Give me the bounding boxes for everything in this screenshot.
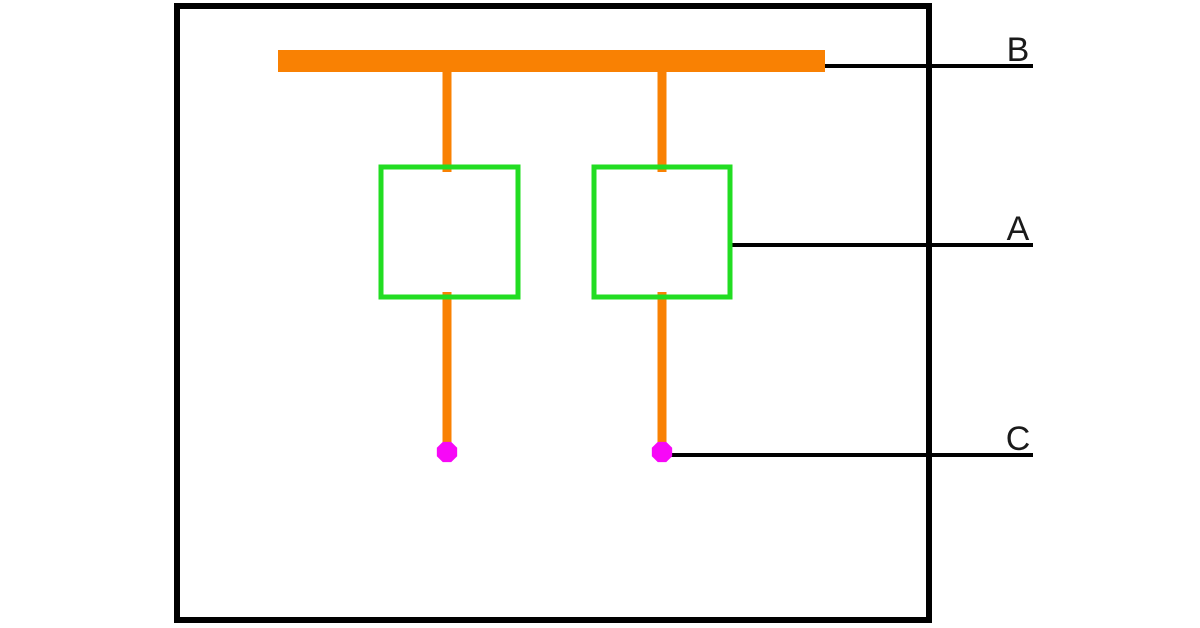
component-box-right[interactable] [591, 164, 733, 300]
outer-enclosure [174, 3, 932, 623]
terminal-node-right[interactable] [651, 441, 673, 463]
callout-label-b: B [1007, 31, 1030, 69]
terminal-node-left[interactable] [436, 441, 458, 463]
callout-label-a: A [1007, 210, 1030, 248]
callout-label-c: C [1006, 420, 1031, 458]
horizontal-bus[interactable] [278, 50, 825, 72]
component-box-left[interactable] [378, 164, 521, 300]
